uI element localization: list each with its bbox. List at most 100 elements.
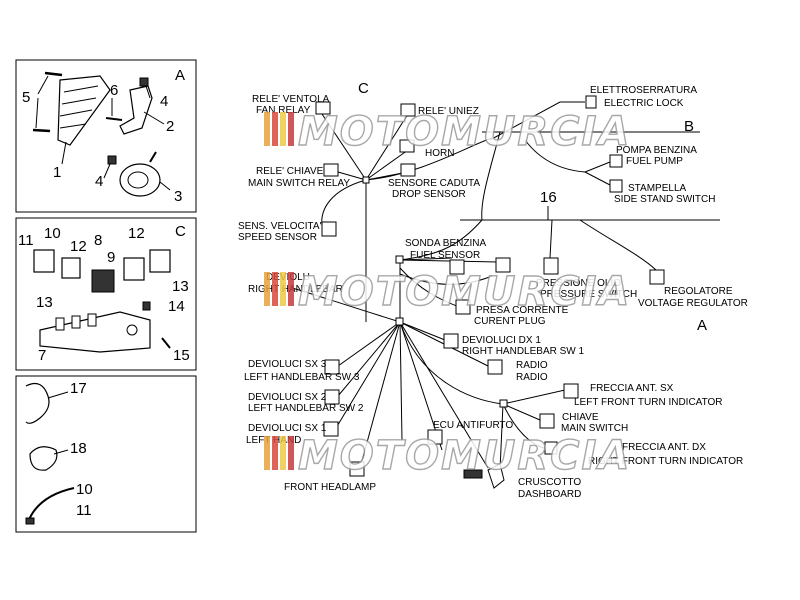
component-label: ELETTROSERRATURA	[590, 85, 697, 96]
component-label: MAIN SWITCH RELAY	[248, 178, 350, 189]
watermark: MOTOMURCIA	[264, 108, 631, 156]
component-label: HORN	[425, 148, 454, 159]
component-label: LEFT FRONT TURN INDICATOR	[574, 397, 723, 408]
part-number: 11	[18, 232, 34, 249]
component-label: ELECTRIC LOCK	[604, 98, 684, 109]
component-label: FRONT HEADLAMP	[284, 482, 376, 493]
component-label: RELE' CHIAVE	[256, 166, 324, 177]
component-label: DEVIOLUCI SX 3	[248, 359, 327, 370]
component-label: DASHBOARD	[518, 489, 581, 500]
component-label: RADIO	[516, 372, 548, 383]
svg-text:MOTOMURCIA: MOTOMURCIA	[298, 109, 631, 155]
part-number: 13	[172, 278, 189, 295]
component-label: SENS. VELOCITA'	[238, 221, 322, 232]
part-number: 4	[95, 173, 103, 190]
component-label: VOLTAGE REGULATOR	[638, 298, 748, 309]
part-number: 14	[168, 298, 185, 315]
panel-a-letter: A	[175, 67, 185, 84]
component-label: REGOLATORE	[664, 286, 733, 297]
component-label: FRECCIA ANT. DX	[622, 442, 706, 453]
component-label: POMPA BENZINA	[616, 145, 697, 156]
panel-c-letter: C	[175, 223, 186, 240]
section-a-letter: A	[697, 317, 707, 334]
panel-a-parts	[32, 71, 171, 197]
component-label: RIGHT HANDLEBAR	[248, 284, 343, 295]
relay-drawing	[33, 249, 55, 273]
component-label: SONDA BENZINA	[405, 238, 486, 249]
part-number: 17	[70, 380, 87, 397]
component-label: SPEED SENSOR	[238, 232, 317, 243]
component-label: RELE' UNIEZ	[418, 106, 479, 117]
component-label: ECU ANTIFURTO	[433, 420, 513, 431]
screw-drawing	[32, 128, 51, 133]
section-c-letter: C	[358, 80, 369, 97]
component-label: FRECCIA ANT. SX	[590, 383, 674, 394]
screw-drawing	[44, 71, 63, 77]
svg-text:MOTOMURCIA: MOTOMURCIA	[298, 269, 631, 315]
bus-number: 16	[540, 189, 557, 206]
component-label: RELE' VENTOLA	[252, 94, 330, 105]
clip-drawing	[107, 155, 117, 165]
part-number: 13	[36, 294, 53, 311]
clip-drawing	[142, 301, 151, 311]
component-label: FUEL PUMP	[626, 156, 683, 167]
panel-misc-parts	[25, 383, 75, 525]
component-label: LEFT HANDLEBAR SW 2	[248, 403, 364, 414]
component-label: FAN RELAY	[256, 105, 311, 116]
part-number: 12	[128, 225, 145, 242]
relay-drawing	[61, 257, 81, 279]
component-label: PRESSURE SWITCH	[540, 289, 637, 300]
watermark: MOTOMURCIA	[264, 268, 631, 316]
part-number: 18	[70, 440, 87, 457]
component-label: LEFT HANDLEBAR SW 3	[244, 372, 360, 383]
ecu-unit-drawing	[57, 75, 111, 146]
part-number: 15	[173, 347, 190, 364]
relay-holder-drawing	[39, 311, 151, 353]
component-label: DROP SENSOR	[392, 189, 466, 200]
component-label: CURENT PLUG	[474, 316, 546, 327]
component-label: DEVIOLUCI SX 2	[248, 392, 327, 403]
part-number: 2	[166, 118, 174, 135]
part-number: 1	[53, 164, 61, 181]
component-label: PRESA CORRENTE	[476, 305, 569, 316]
component-label: DEVIOLUCI DX 1	[462, 335, 541, 346]
part-number: 3	[174, 188, 182, 205]
cable-clip-drawing	[25, 383, 50, 424]
part-number: 7	[38, 347, 46, 364]
relay-drawing	[91, 269, 115, 293]
watermarks: MOTOMURCIA MOTOMURCIA MOTOMURCIA	[264, 108, 631, 480]
part-number: 12	[70, 238, 87, 255]
part-number: 10	[76, 481, 93, 498]
component-label: DEVIOLUCI SX 1	[248, 423, 327, 434]
component-label: FUEL SENSOR	[410, 250, 480, 261]
part-number: 6	[110, 82, 118, 99]
component-label: PRESSIONE OLIO	[536, 278, 621, 289]
component-label: MAIN SWITCH	[561, 423, 628, 434]
relay-drawing	[123, 257, 145, 281]
component-label: RIGHT HANDLEBAR SW 1	[462, 346, 584, 357]
component-label: CHIAVE	[562, 412, 599, 423]
relay-drawing	[149, 249, 171, 273]
clip-drawing	[139, 77, 149, 87]
grommet-drawing	[29, 446, 58, 471]
component-label: SENSORE CADUTA	[388, 178, 480, 189]
bracket-drawing	[119, 85, 153, 135]
wiring-harness	[291, 101, 720, 471]
panel-c-parts	[33, 249, 171, 353]
component-label: RADIO	[516, 360, 548, 371]
component-label: SIDE STAND SWITCH	[614, 194, 715, 205]
part-number: 5	[22, 89, 30, 106]
component-label: DEVIOLU	[266, 272, 310, 283]
bolt-drawing	[105, 117, 123, 121]
component-label: RIGHT FRONT TURN INDICATOR	[588, 456, 743, 467]
part-number: 10	[44, 225, 61, 242]
section-b-letter: B	[684, 118, 694, 135]
component-label: CRUSCOTTO	[518, 477, 581, 488]
part-number: 9	[107, 249, 115, 266]
part-number: 8	[94, 232, 102, 249]
part-number: 11	[76, 502, 92, 519]
watermark: MOTOMURCIA	[264, 432, 630, 480]
screw-drawing	[161, 337, 171, 349]
component-label: STAMPELLA	[628, 183, 686, 194]
